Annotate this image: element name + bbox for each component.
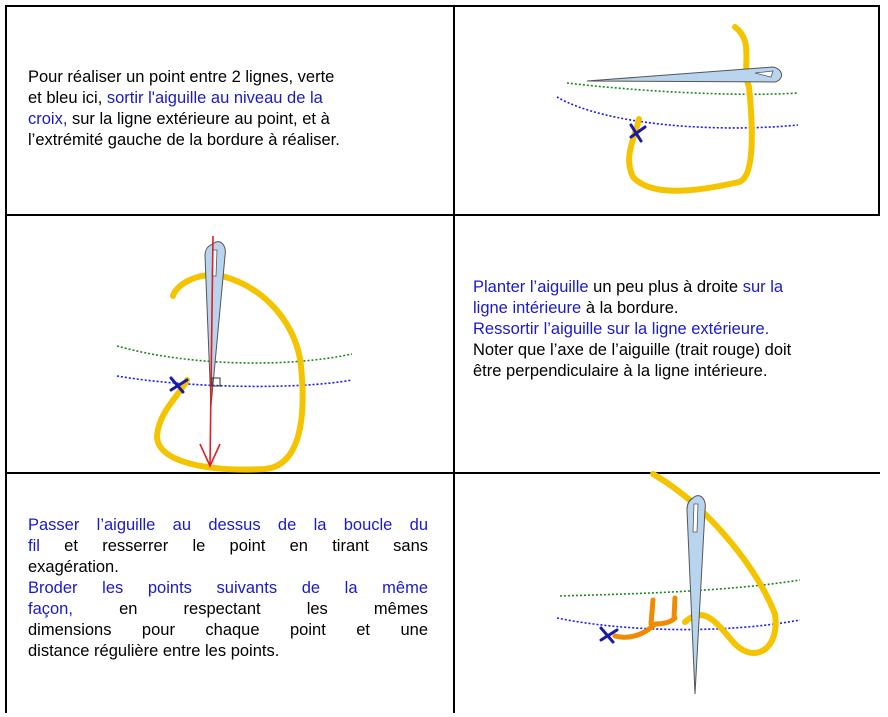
step-2-line-1: Planter l’aiguille un peu plus à droite … [473,278,784,296]
cross-mark-icon [599,626,619,644]
table-border-top [5,5,880,7]
outer-line-green [559,579,801,597]
step-1-line-3: croix, sur la ligne extérieure au point,… [28,110,330,128]
row-divider-2 [5,472,880,474]
cross-mark-icon [169,376,189,394]
outer-line-green [116,345,353,364]
row-divider-1 [5,214,880,216]
step-3-line-7: distance régulière entre les points. [28,642,280,660]
step-1-line-2: et bleu ici, sortir l'aiguille au niveau… [28,89,323,107]
step-3-text: Passer l’aiguille au dessus de la boucle… [28,515,428,662]
cross-mark-icon [629,123,647,143]
step-2-line-2: ligne intérieure à la bordure. [473,299,679,317]
inner-line-blue [556,96,799,129]
table-border-left [5,5,7,713]
thread-icon [650,471,779,656]
step-2-line-4: Noter que l’axe de l’aiguille (trait rou… [473,341,792,359]
needle-icon [204,241,226,407]
thread-icon [626,24,755,194]
step-3-line-5: façon, en respectant les mêmes [28,600,428,618]
step-3-line-6: dimensions pour chaque point et une [28,621,428,639]
thread-icon [153,272,306,473]
step-1-highlight-2: croix, [28,110,68,128]
column-divider [453,5,455,713]
needle-icon [686,495,706,695]
step-2-line-5: être perpendiculaire à la ligne intérieu… [473,362,768,380]
inner-line-blue [556,617,801,631]
step-1-line-1: Pour réaliser un point entre 2 lignes, v… [28,68,335,86]
axis-arrow-icon [199,235,221,468]
step-3-line-2: fil et resserrer le point en tirant sans [28,537,428,555]
stitches [612,595,678,640]
inner-line-blue [116,375,353,388]
outer-line-green [566,82,799,96]
step-1-highlight: sortir l'aiguille au niveau de la [106,89,323,107]
step-3-line-4: Broder les points suivants de la même [28,579,428,597]
right-angle-marker [211,377,221,387]
step-1-text: Pour réaliser un point entre 2 lignes, v… [28,67,448,151]
step-3-line-1: Passer l’aiguille au dessus de la boucle… [28,516,428,534]
step-2-line-3: Ressortir l’aiguille sur la ligne extéri… [473,320,770,338]
step-3-line-3: exagération. [28,558,119,576]
step-2-illustration [116,235,353,473]
table-border-right [878,5,880,214]
step-1-line-4: l’extrémité gauche de la bordure à réali… [28,131,340,149]
instruction-table: Pour réaliser un point entre 2 lignes, v… [5,5,880,713]
step-1-illustration [556,24,799,194]
needle-icon [586,66,782,83]
step-2-text: Planter l’aiguille un peu plus à droite … [473,277,875,382]
step-3-illustration [556,471,801,695]
